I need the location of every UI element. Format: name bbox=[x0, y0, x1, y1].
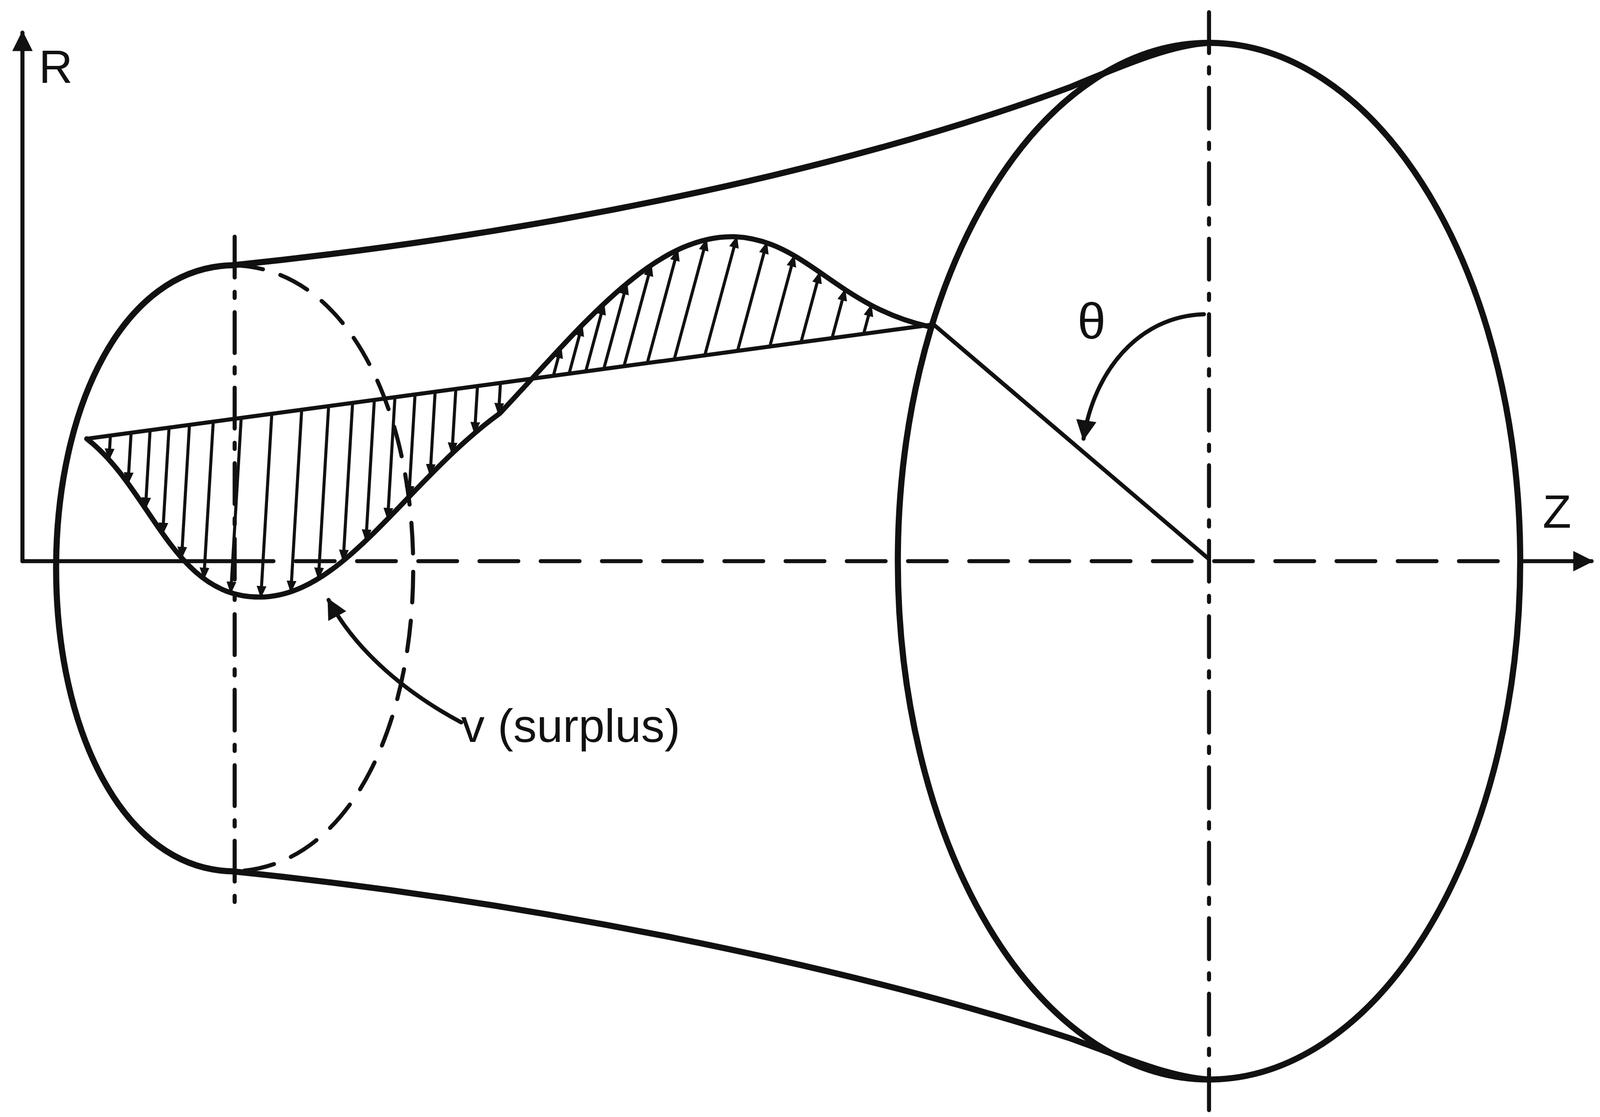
velocity-vector bbox=[769, 255, 794, 347]
velocity-vector bbox=[474, 385, 478, 434]
velocity-vector bbox=[108, 435, 111, 460]
velocity-vector bbox=[365, 399, 375, 541]
velocity-vector bbox=[604, 283, 627, 369]
velocity-vector bbox=[737, 242, 767, 351]
velocity-vector bbox=[343, 402, 353, 561]
velocity-vector bbox=[647, 249, 678, 363]
axis-label: R bbox=[38, 42, 73, 90]
velocity-vector bbox=[674, 239, 707, 360]
velocity-vector bbox=[261, 413, 272, 598]
velocity-vector bbox=[181, 424, 190, 559]
velocity-vector bbox=[498, 382, 501, 415]
velocity-label: v (surplus) bbox=[461, 702, 681, 749]
velocity-vector bbox=[127, 432, 131, 484]
velocity-vector bbox=[162, 427, 170, 534]
velocity-vector bbox=[800, 272, 820, 343]
velocity-vector bbox=[585, 303, 605, 372]
velocity-vector bbox=[863, 305, 872, 334]
velocity-vector bbox=[451, 388, 456, 454]
velocity-vector bbox=[553, 346, 562, 376]
velocity-vector bbox=[832, 289, 846, 339]
velocity-vector bbox=[569, 325, 583, 374]
velocity-vector bbox=[203, 421, 214, 579]
velocity-vector bbox=[623, 264, 652, 366]
velocity-vector bbox=[704, 236, 737, 356]
velocity-vector bbox=[408, 394, 415, 497]
velocity-vector bbox=[290, 409, 302, 592]
velocity-vector bbox=[430, 391, 436, 475]
axis-label: Z bbox=[1542, 487, 1572, 535]
velocity-vector bbox=[145, 430, 151, 509]
velocity-vector bbox=[387, 397, 396, 520]
velocity-vector bbox=[230, 417, 242, 593]
velocity-vector bbox=[318, 405, 329, 579]
angle-label: θ bbox=[1077, 295, 1106, 347]
